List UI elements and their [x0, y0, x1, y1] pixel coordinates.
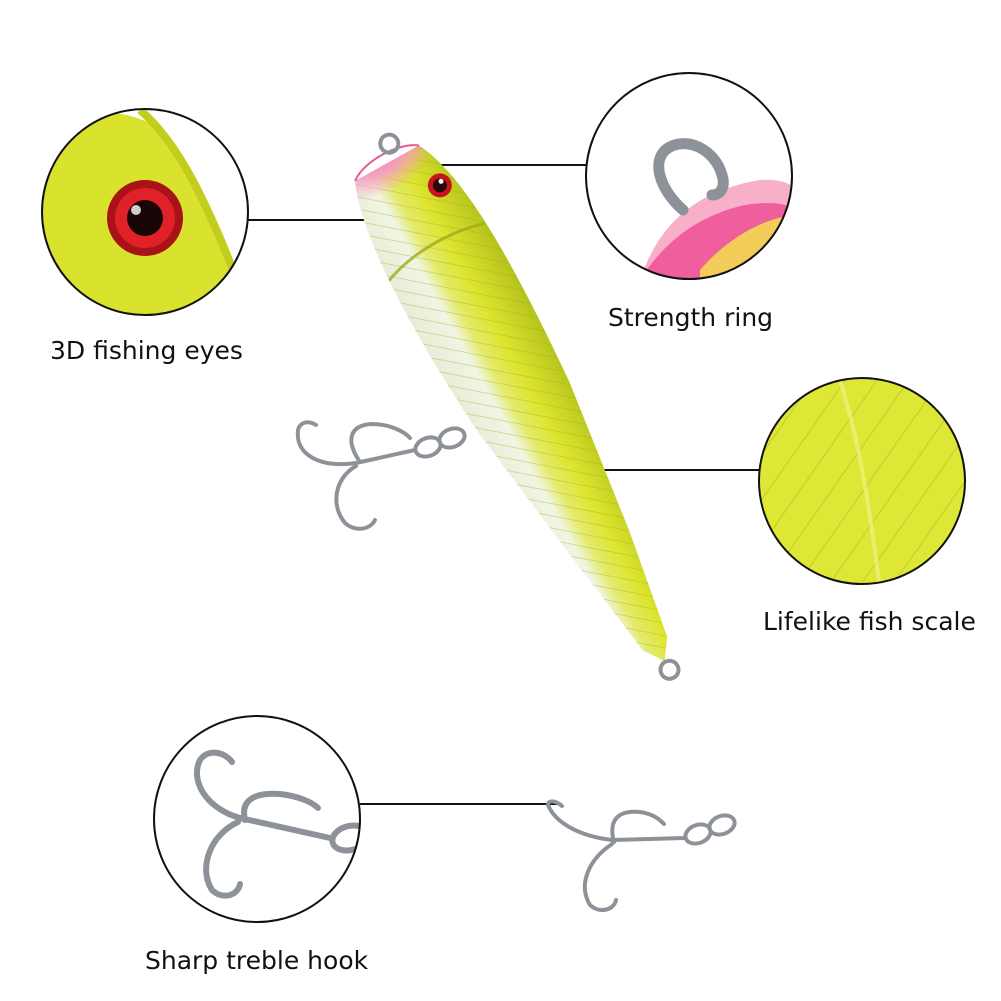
lure [337, 132, 715, 690]
tail-treble-hook [545, 799, 737, 913]
lure-front-ring [378, 132, 401, 155]
scale-callout-circle [758, 377, 966, 585]
hook-callout-label: Sharp treble hook [145, 946, 369, 975]
eyes-callout-circle [41, 108, 249, 316]
ring-callout-circle [585, 72, 793, 280]
eyes-callout-label: 3D fishing eyes [50, 336, 243, 365]
ring-callout-label: Strength ring [608, 303, 774, 332]
lure-eye [427, 173, 452, 198]
hook-callout-circle [153, 715, 361, 923]
scale-callout-label: Lifelike fish scale [763, 607, 976, 636]
belly-treble-hook [295, 420, 467, 531]
